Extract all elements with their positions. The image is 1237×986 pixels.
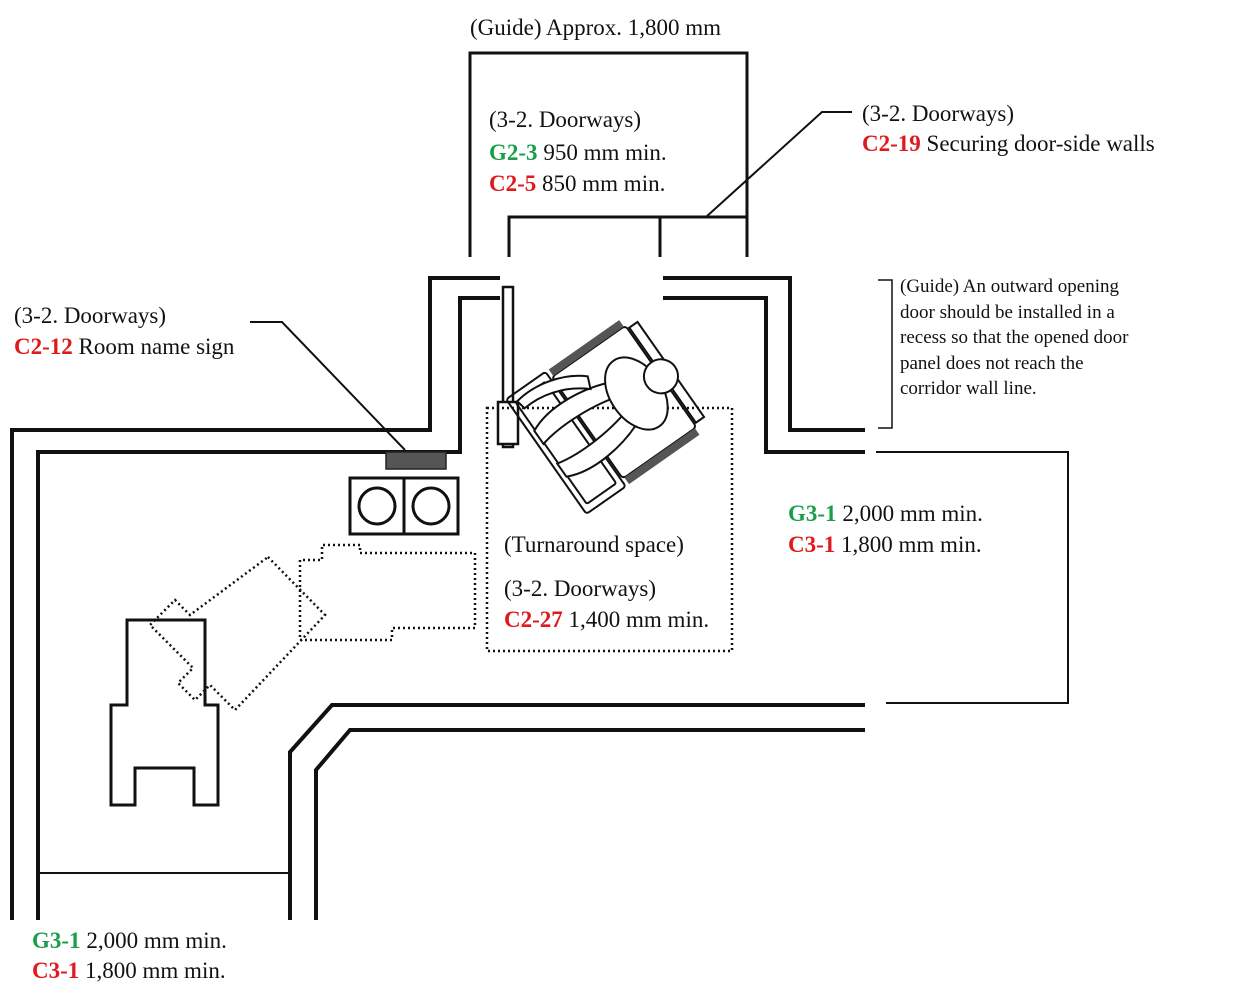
wheelchair-path-dotted bbox=[148, 543, 477, 712]
note-line-2: door should be installed in a bbox=[900, 301, 1115, 323]
wall-outer-right-segment bbox=[663, 276, 865, 432]
door-side-wall-leader bbox=[705, 111, 852, 218]
code-c2-27: C2-27 bbox=[504, 607, 563, 632]
code-c3-1-bottom: C3-1 bbox=[32, 958, 80, 983]
room-sign-leader bbox=[250, 321, 406, 451]
turnaround-title: (Turnaround space) bbox=[504, 532, 684, 557]
code-g2-3: G2-3 bbox=[489, 140, 538, 165]
wall-lower-inner-segment bbox=[314, 728, 865, 920]
bench-icon bbox=[109, 618, 220, 807]
code-c2-12: C2-12 bbox=[14, 334, 73, 359]
wall-outer-left-segment bbox=[10, 276, 500, 920]
doorway-width-value-2: 850 mm min. bbox=[536, 171, 666, 196]
corridor-right-dimension-line bbox=[876, 451, 1069, 704]
corridor-bottom-line2: C3-1 1,800 mm min. bbox=[32, 957, 226, 984]
doorway-width-line1: G2-3 950 mm min. bbox=[489, 139, 667, 166]
wall-inner-right-segment bbox=[663, 296, 865, 454]
corridor-right-line1: G3-1 2,000 mm min. bbox=[788, 500, 983, 527]
corridor-bottom-value-1: 2,000 mm min. bbox=[80, 928, 227, 953]
turnaround-space-square bbox=[485, 406, 734, 653]
door-side-wall-text: Securing door-side walls bbox=[920, 131, 1155, 156]
corridor-right-line2: C3-1 1,800 mm min. bbox=[788, 531, 982, 558]
turnaround-text: 1,400 mm min. bbox=[562, 607, 710, 632]
recess-depth-bracket bbox=[878, 279, 893, 429]
door-side-wall-line: C2-19 Securing door-side walls bbox=[862, 130, 1155, 157]
note-line-1: (Guide) An outward opening bbox=[900, 276, 1119, 297]
wall-lower-outer-segment bbox=[288, 703, 865, 920]
note-line-5: corridor wall line. bbox=[900, 378, 1037, 399]
sofa-icon bbox=[348, 476, 460, 536]
door-leaf bbox=[496, 285, 520, 449]
corridor-bottom-value-2: 1,800 mm min. bbox=[79, 958, 226, 983]
doorway-width-value-1: 950 mm min. bbox=[537, 140, 667, 165]
corridor-right-value-2: 1,800 mm min. bbox=[835, 532, 982, 557]
wheelchair-user-icon bbox=[506, 320, 706, 514]
doorway-width-line2: C2-5 850 mm min. bbox=[489, 170, 665, 197]
code-c3-1-right: C3-1 bbox=[788, 532, 836, 557]
code-g3-1-bottom: G3-1 bbox=[32, 928, 81, 953]
corridor-bottom-line1: G3-1 2,000 mm min. bbox=[32, 927, 227, 954]
corridor-right-value-1: 2,000 mm min. bbox=[836, 501, 983, 526]
note-line-3: recess so that the opened door bbox=[900, 327, 1129, 348]
note-line-4: panel does not reach the bbox=[900, 352, 1084, 374]
top-width-dimension-line bbox=[468, 51, 749, 257]
doorway-width-dimension-line bbox=[507, 215, 747, 257]
room-sign-plate bbox=[385, 451, 447, 470]
turnaround-line: C2-27 1,400 mm min. bbox=[504, 606, 709, 633]
turnaround-heading: (3-2. Doorways) bbox=[504, 576, 657, 601]
code-c2-5: C2-5 bbox=[489, 171, 537, 196]
top-width-label: (Guide) Approx. 1,800 mm bbox=[470, 15, 722, 40]
outward-door-note: (Guide) An outward opening door should b… bbox=[900, 274, 1128, 402]
room-sign-heading: (3-2. Doorways) bbox=[14, 303, 167, 328]
wall-inner-left-segment bbox=[36, 296, 500, 920]
code-g3-1-right: G3-1 bbox=[788, 501, 837, 526]
doorway-width-heading: (3-2. Doorways) bbox=[489, 107, 642, 132]
room-sign-line: C2-12 Room name sign bbox=[14, 333, 234, 360]
door-side-wall-heading: (3-2. Doorways) bbox=[862, 101, 1015, 126]
code-c2-19: C2-19 bbox=[862, 131, 921, 156]
room-sign-text: Room name sign bbox=[72, 334, 235, 359]
